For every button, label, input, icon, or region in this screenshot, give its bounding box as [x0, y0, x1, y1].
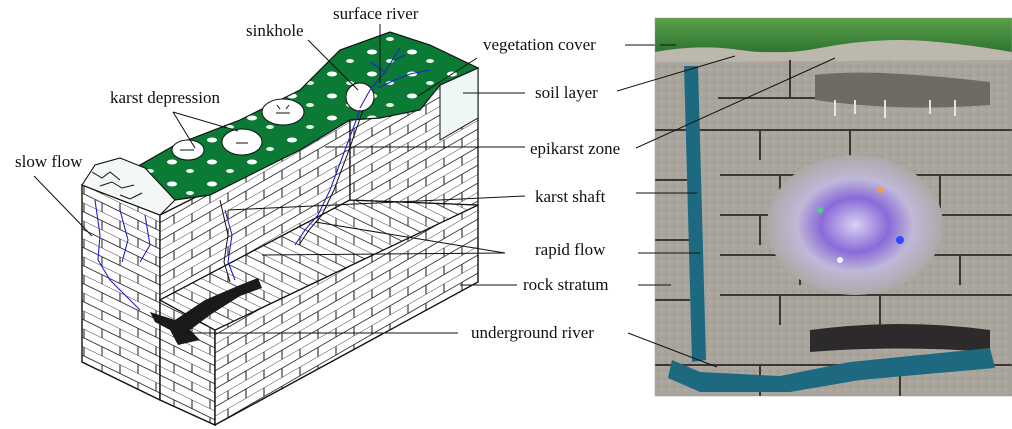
surface-river-line — [359, 47, 431, 109]
shaft-crack — [294, 109, 361, 246]
photo-leader-lines — [616, 44, 836, 368]
label-karst-shaft: karst shaft — [535, 187, 606, 206]
slow-flow-lines — [94, 199, 151, 311]
label-rapid-flow: rapid flow — [535, 240, 606, 259]
model-water-shaft — [684, 66, 706, 362]
label-slow-flow: slow flow — [15, 152, 83, 171]
label-karst-depression: karst depression — [110, 88, 221, 107]
label-vegetation-cover: vegetation cover — [483, 35, 596, 54]
labels: surface river sinkhole vegetation cover … — [15, 4, 620, 342]
front-face — [81, 183, 161, 402]
rubble-cracks — [91, 171, 143, 200]
label-surface-river: surface river — [333, 4, 419, 23]
model-underground-river — [668, 348, 995, 392]
underground-river-shape — [150, 278, 262, 345]
karst-shaft-line — [224, 209, 236, 281]
model-cave-glow — [767, 155, 943, 295]
depression-3 — [261, 98, 305, 126]
leader-lines — [33, 24, 660, 334]
depression-2 — [221, 128, 263, 156]
model-photo — [654, 17, 1012, 397]
label-epikarst-zone: epikarst zone — [530, 139, 620, 158]
label-soil-layer: soil layer — [535, 83, 598, 102]
sinkhole-mark — [345, 82, 375, 112]
label-rock-stratum: rock stratum — [523, 275, 608, 294]
label-sinkhole: sinkhole — [246, 21, 304, 40]
block-diagram — [81, 31, 480, 427]
label-underground-river: underground river — [471, 323, 594, 342]
